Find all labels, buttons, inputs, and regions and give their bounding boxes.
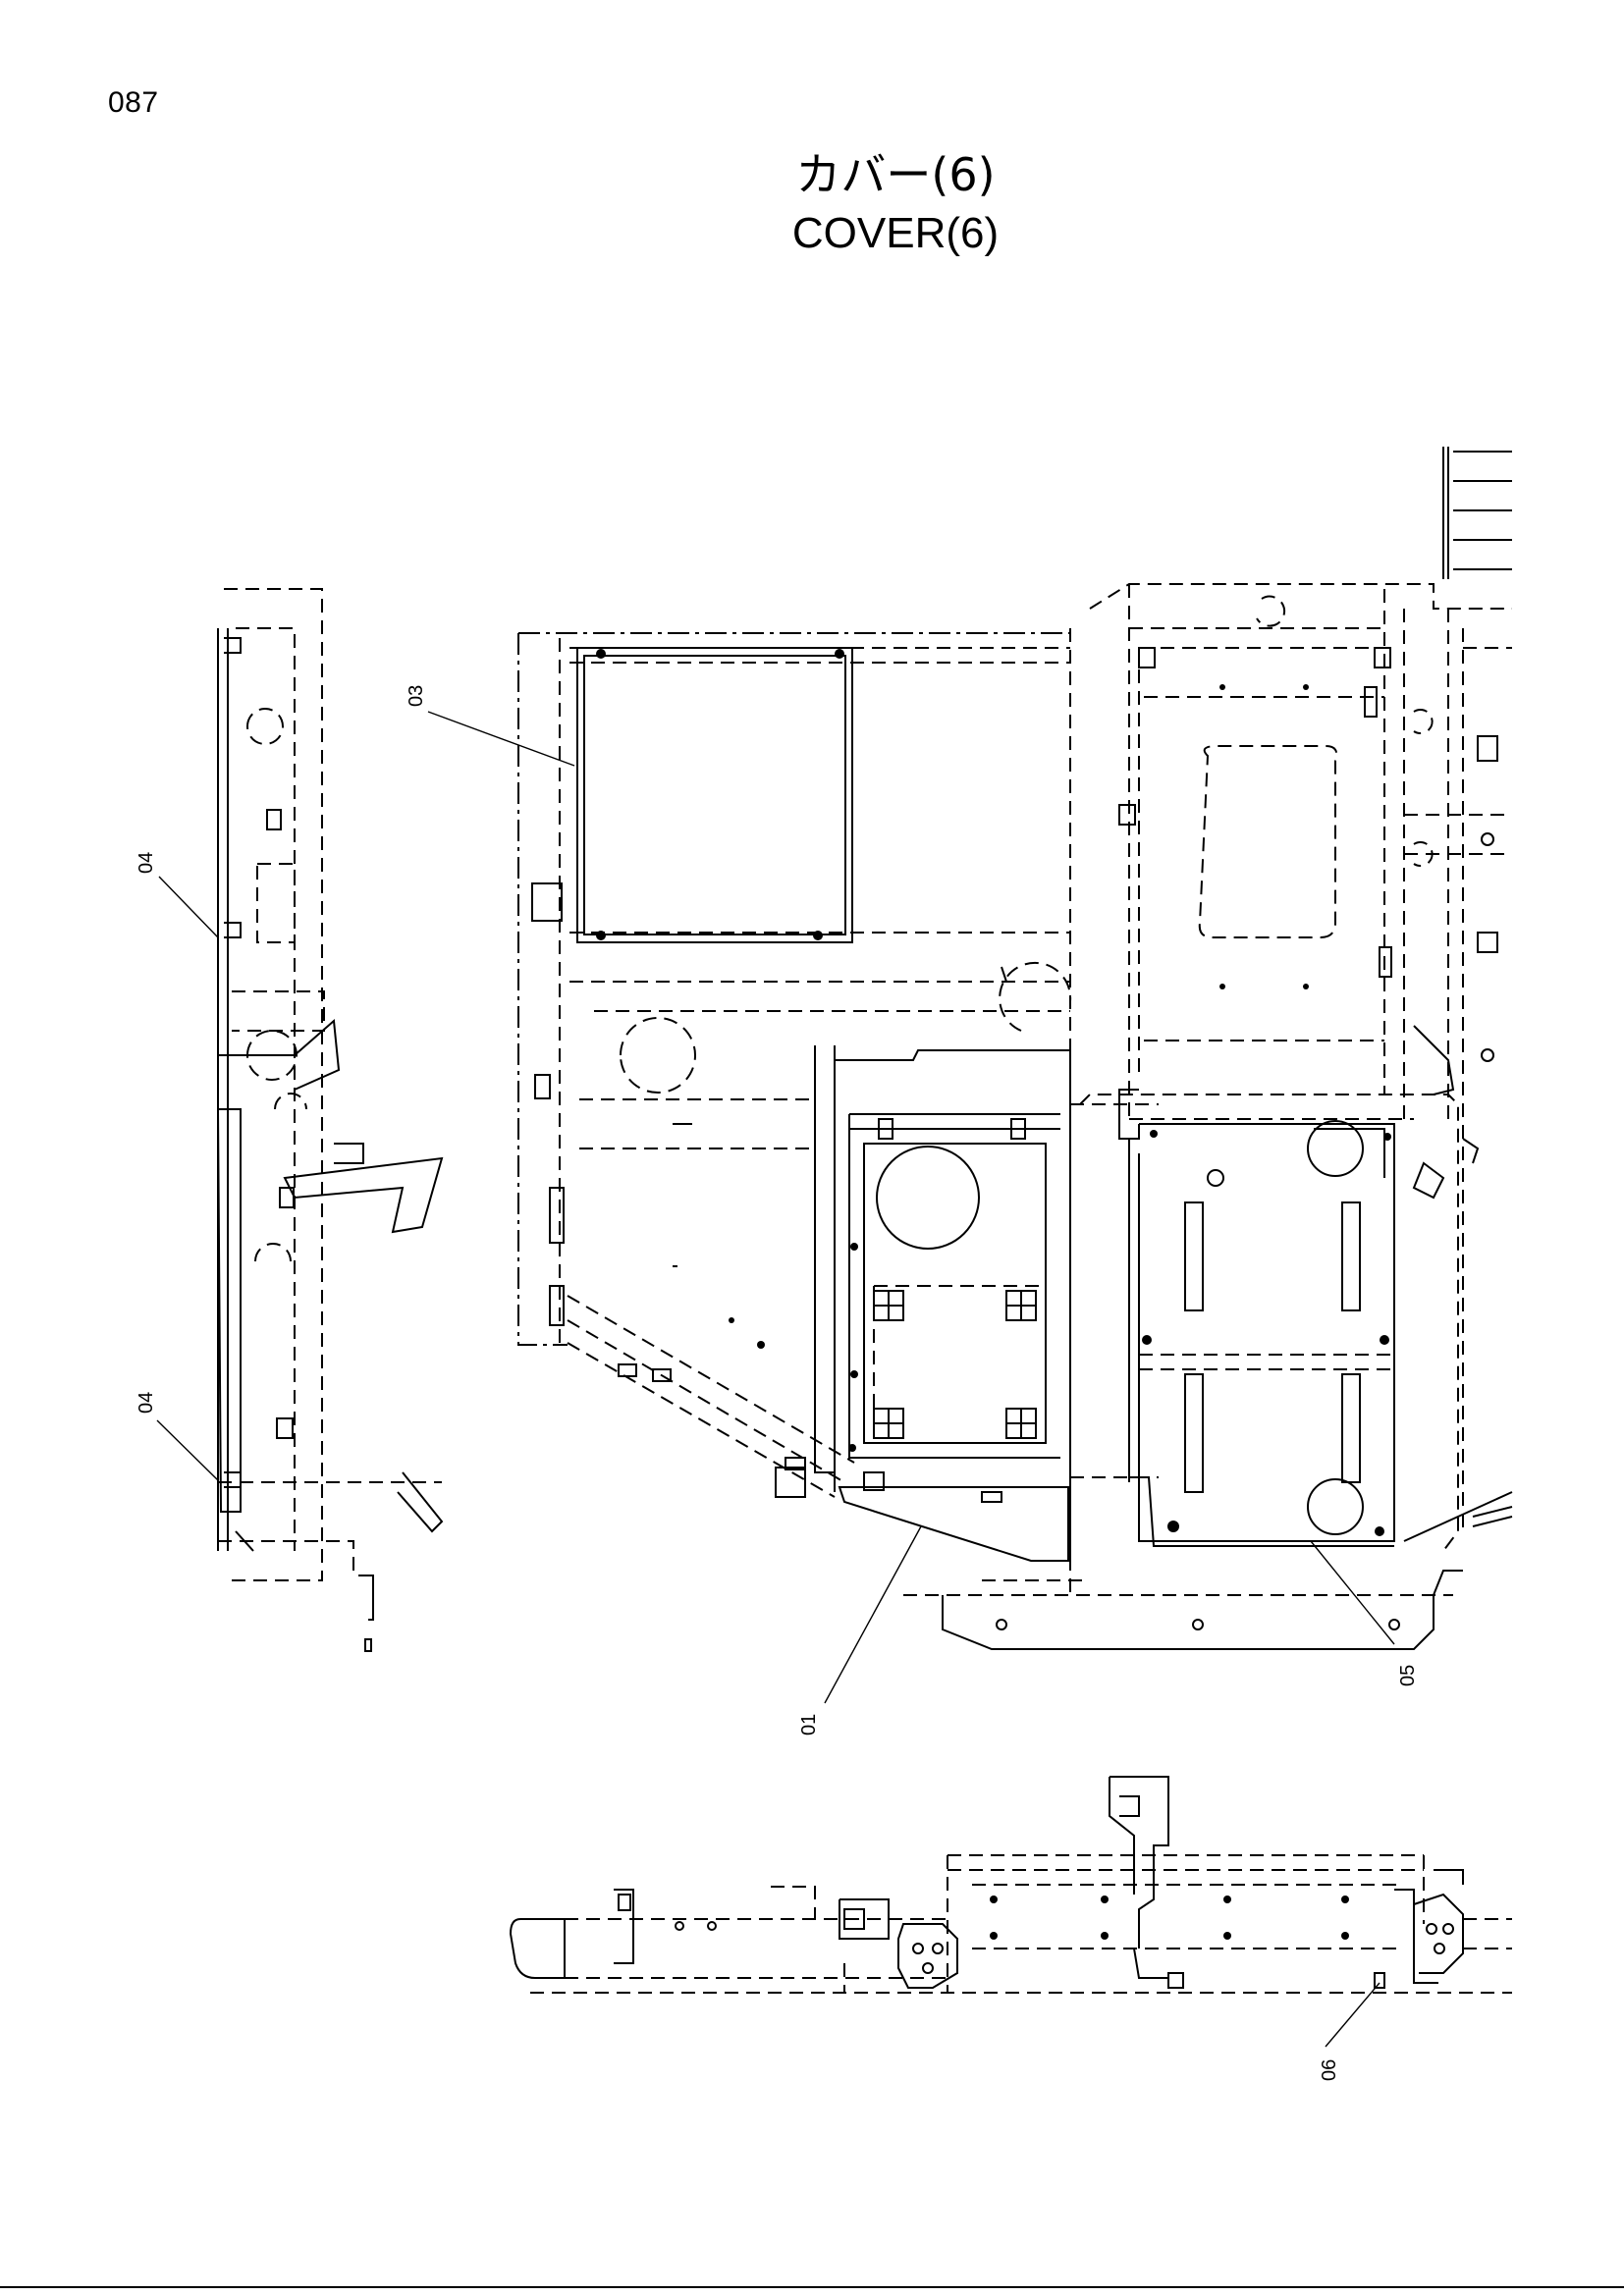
leader-06 <box>1325 1982 1380 2048</box>
side-view <box>216 588 444 1652</box>
callout-labels: 03 04 04 01 05 06 <box>135 685 1419 2081</box>
page-number: 087 <box>108 86 159 119</box>
callout-04-upper: 04 <box>135 852 157 874</box>
page-title-english: COVER(6) <box>791 209 1000 257</box>
title-block: カバー(6) COVER(6) <box>0 147 1624 261</box>
main-top-view <box>517 447 1513 1650</box>
leader-04-upper <box>158 876 219 938</box>
callout-01: 01 <box>798 1714 820 1735</box>
callout-06: 06 <box>1319 2059 1340 2081</box>
leader-01 <box>824 1525 922 1704</box>
leader-04-lower <box>156 1419 219 1481</box>
callout-03: 03 <box>406 685 427 707</box>
callout-05: 05 <box>1397 1665 1419 1686</box>
callout-leaders <box>156 711 1395 2048</box>
leader-05 <box>1310 1540 1395 1645</box>
callout-04-lower: 04 <box>135 1392 157 1414</box>
bottom-front-view <box>509 1776 1512 1994</box>
leader-03 <box>427 711 575 767</box>
page-title-japanese: カバー(6) <box>795 148 996 201</box>
